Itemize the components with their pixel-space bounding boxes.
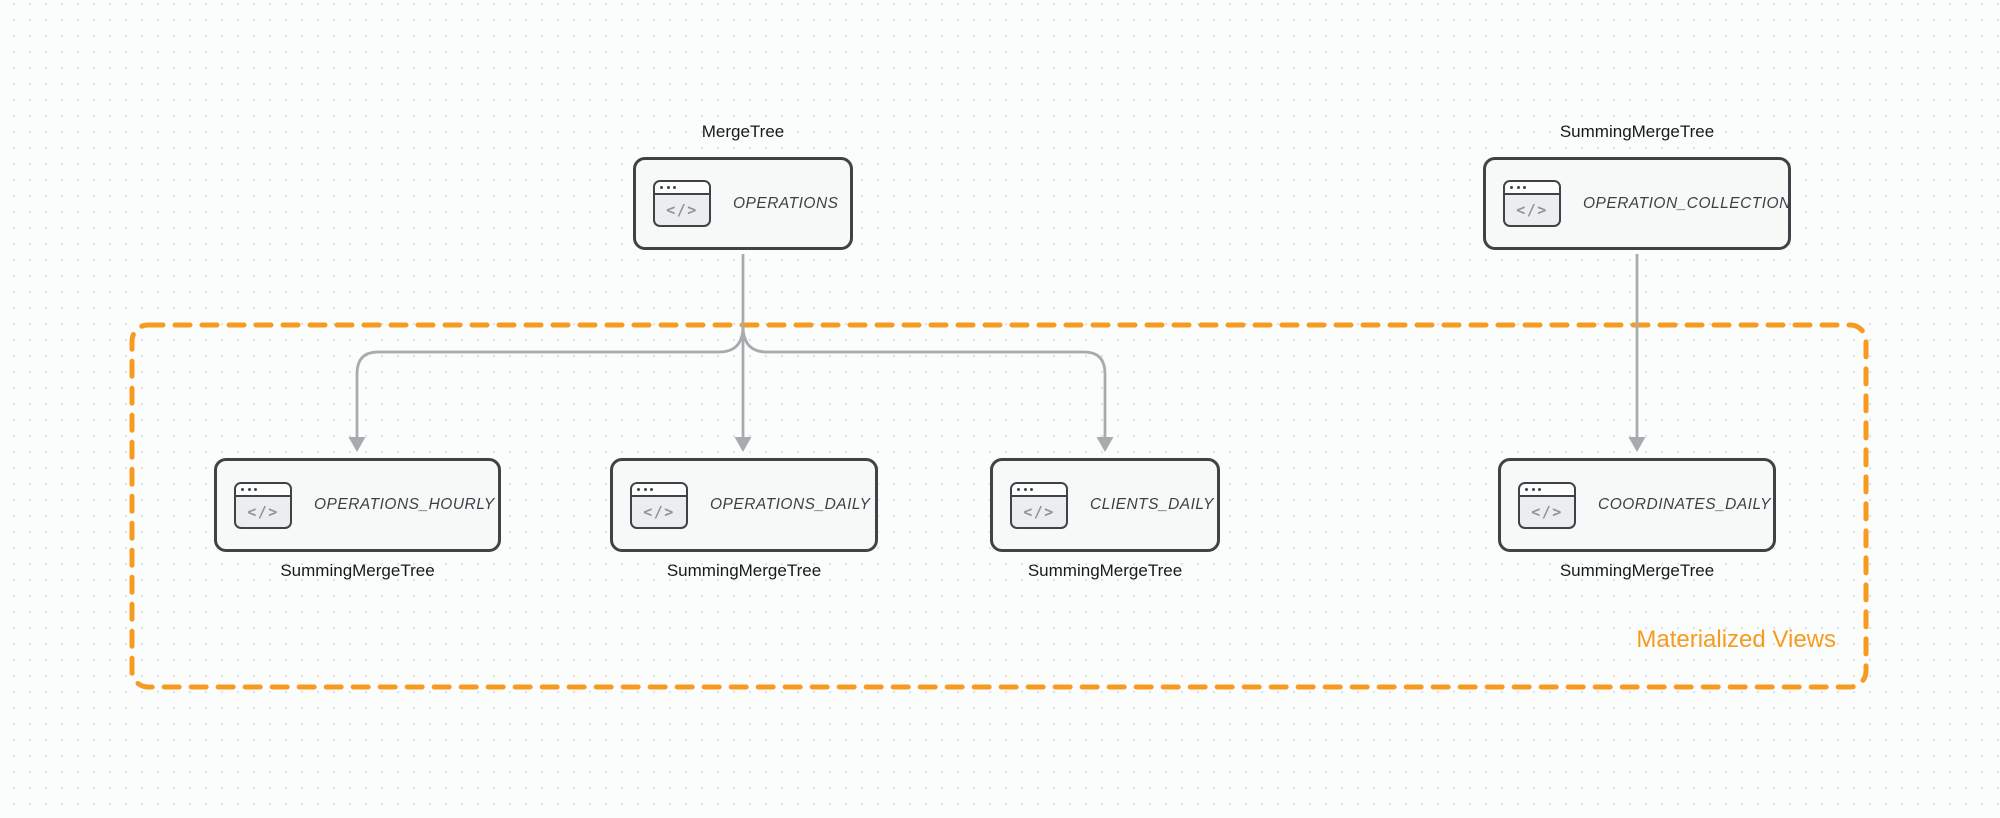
table-name: OPERATIONS_HOURLY [314,496,495,513]
node-clients-daily[interactable]: </> CLIENTS_DAILY [990,458,1220,552]
code-glyph: </> [643,502,675,521]
icon-titlebar [655,182,709,195]
titlebar-dot [660,186,663,189]
titlebar-dot [673,186,676,189]
arrowhead-clients-daily [1096,437,1114,452]
titlebar-dot [1531,487,1535,491]
titlebar-dot [1030,487,1033,491]
node-operations-hourly[interactable]: </> OPERATIONS_HOURLY [214,458,501,552]
code-window-icon: </> [1010,481,1068,529]
code-window-icon: </> [234,481,292,529]
titlebar-dot [637,487,640,491]
table-name: OPERATIONS_DAILY [710,496,871,513]
code-window-icon: </> [1503,180,1561,227]
node-operation-collection[interactable]: </> OPERATION_COLLECTION [1483,157,1791,250]
icon-titlebar [632,483,686,497]
titlebar-dot [650,487,653,491]
node-operations[interactable]: </> OPERATIONS [633,157,853,250]
table-name: COORDINATES_DAILY [1598,496,1772,513]
titlebar-dot [1538,487,1541,491]
code-glyph: </> [247,502,279,521]
icon-titlebar [1012,483,1066,497]
arrow-operations-to-clients-daily [741,325,1107,438]
code-window-icon: </> [630,481,688,529]
node-coordinates-daily[interactable]: </> COORDINATES_DAILY [1498,458,1776,552]
code-glyph: </> [1531,502,1563,521]
code-window-icon: </> [653,180,711,227]
engine-label-clients-daily: SummingMergeTree [1027,561,1183,580]
titlebar-dot [666,186,670,189]
engine-label-coordinates-daily: SummingMergeTree [1559,561,1715,580]
titlebar-dot [1516,186,1520,189]
titlebar-dot [1510,186,1513,189]
titlebar-dot [1023,487,1027,491]
code-glyph: </> [1023,502,1055,521]
engine-label-operation-collection: SummingMergeTree [1559,122,1715,141]
arrowhead-operations-hourly [348,437,366,452]
titlebar-dot [247,487,251,491]
titlebar-dot [643,487,647,491]
arrow-operations-to-operations-hourly [355,325,745,438]
arrowhead-operations-daily [734,437,752,452]
titlebar-dot [1525,487,1528,491]
titlebar-dot [241,487,244,491]
table-name: OPERATIONS [733,194,839,212]
table-name: CLIENTS_DAILY [1090,496,1214,513]
titlebar-dot [1523,186,1526,189]
icon-titlebar [236,483,290,497]
node-operations-daily[interactable]: </> OPERATIONS_DAILY [610,458,878,552]
engine-label-operations-daily: SummingMergeTree [666,561,822,580]
table-name: OPERATION_COLLECTION [1583,194,1791,212]
code-glyph: </> [666,201,698,219]
engine-label-operations-hourly: SummingMergeTree [280,561,435,580]
code-glyph: </> [1516,201,1548,219]
engine-label-operations: MergeTree [701,122,785,141]
titlebar-dot [1017,487,1020,491]
icon-titlebar [1505,182,1559,195]
arrowhead-coordinates-daily [1628,437,1646,452]
materialized-views-label: Materialized Views [1636,626,1836,653]
titlebar-dot [254,487,257,491]
icon-titlebar [1520,483,1574,497]
code-window-icon: </> [1518,481,1576,529]
